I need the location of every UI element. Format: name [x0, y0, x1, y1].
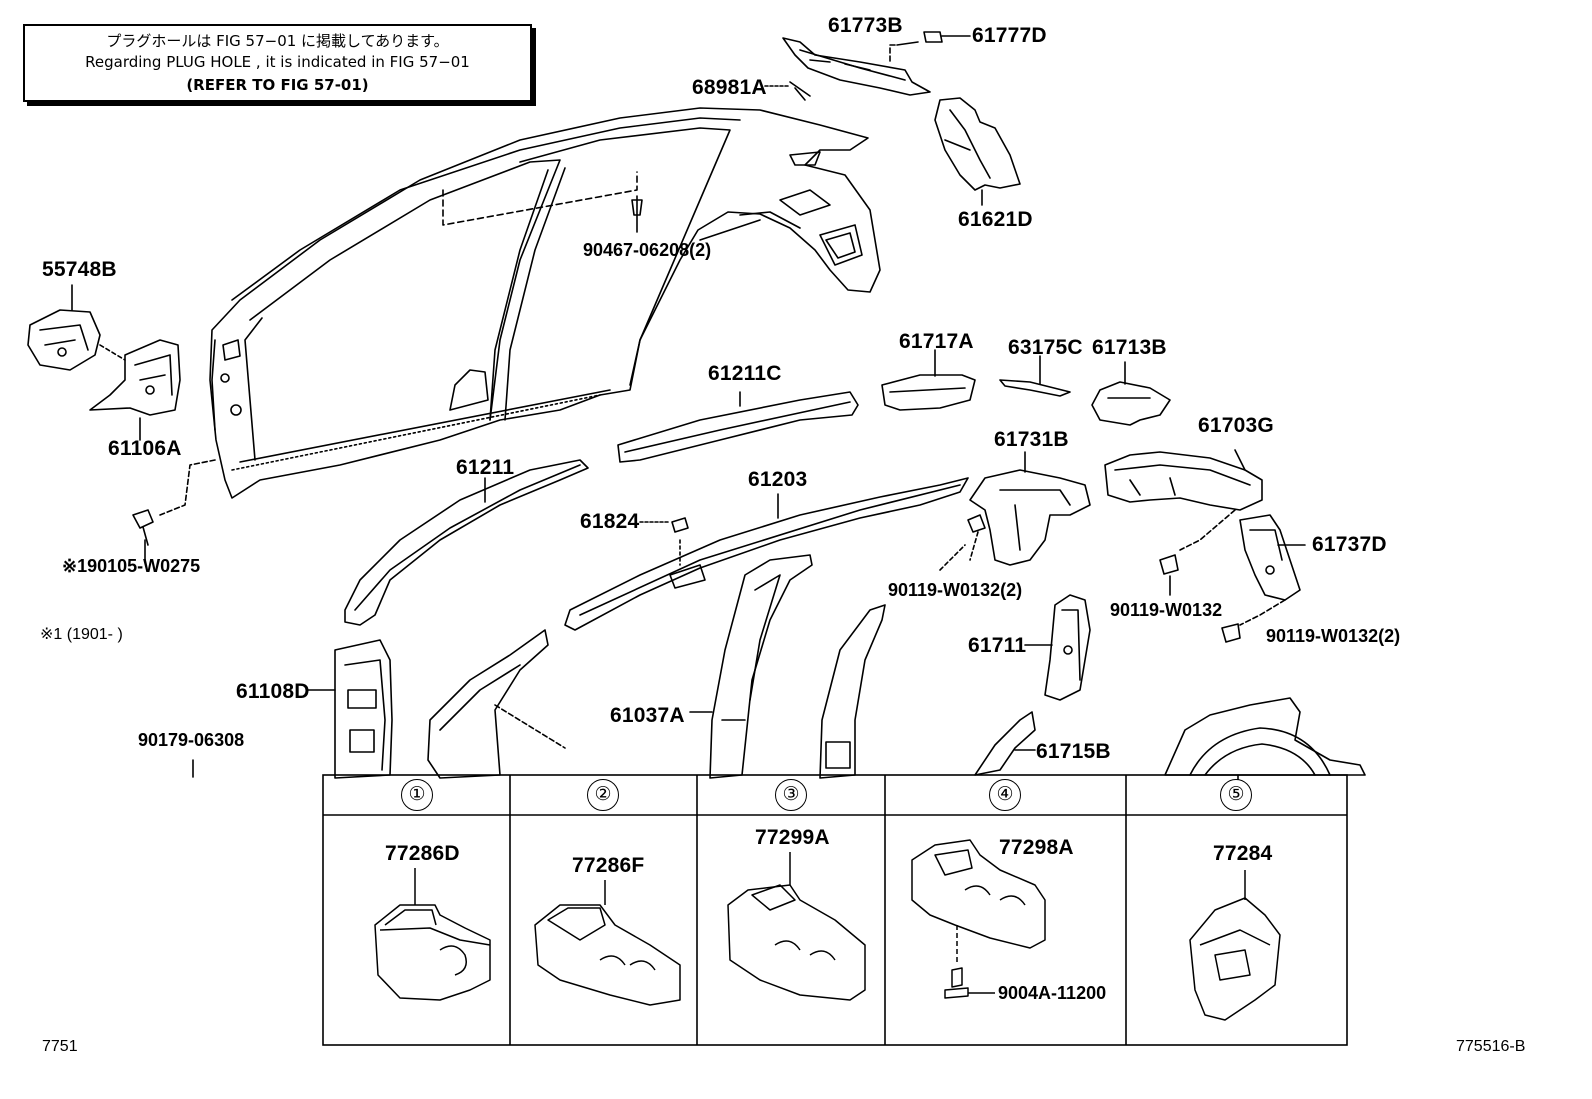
- part-61211C-shape: [617, 391, 859, 463]
- clip-77298A-shape: [911, 839, 1046, 999]
- part-61203-shape: [564, 477, 969, 631]
- label-90467-06208[interactable]: 90467-06208(2): [583, 240, 712, 260]
- table-cell-5-number: ⑤: [1220, 779, 1252, 811]
- body-side-panel: [209, 107, 881, 499]
- label-55748B[interactable]: 55748B: [42, 258, 117, 281]
- part-61106A-shape: [89, 339, 181, 416]
- table-cell-2-number: ②: [587, 779, 619, 811]
- bolt-190105-shape: [132, 509, 154, 561]
- table-cell-4-number: ④: [989, 779, 1021, 811]
- label-61037A[interactable]: 61037A: [610, 704, 685, 727]
- clip-77299A-shape: [727, 852, 866, 1001]
- part-61737D-shape: [1239, 514, 1301, 601]
- part-61711-shape: [1044, 594, 1091, 701]
- parts-table: [322, 774, 1348, 1046]
- label-61731B[interactable]: 61731B: [994, 428, 1069, 451]
- label-77299A[interactable]: 77299A: [755, 826, 830, 849]
- footer-right-code: 775516-B: [1456, 1038, 1526, 1055]
- label-77286D[interactable]: 77286D: [385, 842, 460, 865]
- plug-hole-note: プラグホールは FIG 57−01 に掲載してあります。 Regarding P…: [23, 24, 532, 102]
- footer-left-code: 7751: [42, 1038, 78, 1055]
- clip-77286D-shape: [374, 868, 491, 1001]
- part-61773B-shape: [782, 37, 931, 96]
- label-90119-W0132-2b[interactable]: 90119-W0132(2): [1266, 626, 1401, 646]
- part-61731B-shape: [969, 469, 1091, 566]
- label-61106A[interactable]: 61106A: [108, 437, 182, 460]
- table-cell-3-number: ③: [775, 779, 807, 811]
- label-61711[interactable]: 61711: [968, 634, 1027, 657]
- label-9004A-11200[interactable]: 9004A-11200: [998, 983, 1107, 1003]
- label-61824[interactable]: 61824: [580, 510, 640, 533]
- label-61621D[interactable]: 61621D: [958, 208, 1033, 231]
- part-61621D-shape: [934, 97, 1021, 191]
- label-61108D[interactable]: 61108D: [236, 680, 310, 703]
- note-line-jp: プラグホールは FIG 57−01 に掲載してあります。: [106, 32, 449, 50]
- label-90119-W0132[interactable]: 90119-W0132: [1110, 600, 1223, 620]
- note-line-en: Regarding PLUG HOLE , it is indicated in…: [85, 53, 470, 71]
- label-77284[interactable]: 77284: [1213, 842, 1273, 865]
- label-61773B[interactable]: 61773B: [828, 14, 903, 37]
- label-63175C[interactable]: 63175C: [1008, 336, 1083, 359]
- label-190105-W0275[interactable]: ※190105-W0275: [62, 556, 201, 576]
- label-68981A[interactable]: 68981A: [692, 76, 767, 99]
- label-61737D[interactable]: 61737D: [1312, 533, 1387, 556]
- footnote-1: ※1 (1901- ): [40, 626, 123, 643]
- part-61108D-shape: [334, 639, 393, 779]
- label-90119-W0132-2a[interactable]: 90119-W0132(2): [888, 580, 1023, 600]
- clip-77284-shape: [1189, 870, 1281, 1021]
- label-90179-06308[interactable]: 90179-06308: [138, 730, 245, 750]
- label-77286F[interactable]: 77286F: [572, 854, 645, 877]
- part-61703G-shape: [1104, 451, 1263, 511]
- label-61715B[interactable]: 61715B: [1036, 740, 1111, 763]
- table-cell-1-number: ①: [401, 779, 433, 811]
- part-55748B-shape: [27, 284, 101, 371]
- clip-77286F-shape: [534, 880, 681, 1006]
- label-61203[interactable]: 61203: [748, 468, 808, 491]
- label-61211C[interactable]: 61211C: [708, 362, 782, 385]
- note-line-ref: (REFER TO FIG 57-01): [186, 76, 369, 94]
- label-61777D[interactable]: 61777D: [972, 24, 1047, 47]
- part-61211-shape: [344, 459, 589, 626]
- label-77298A[interactable]: 77298A: [999, 836, 1074, 859]
- label-61703G[interactable]: 61703G: [1198, 414, 1274, 437]
- part-wheelhouse-shape: [1164, 697, 1366, 776]
- label-61211[interactable]: 61211: [456, 456, 515, 479]
- label-61717A[interactable]: 61717A: [899, 330, 974, 353]
- part-61037A-shape: [709, 554, 813, 779]
- label-61713B[interactable]: 61713B: [1092, 336, 1167, 359]
